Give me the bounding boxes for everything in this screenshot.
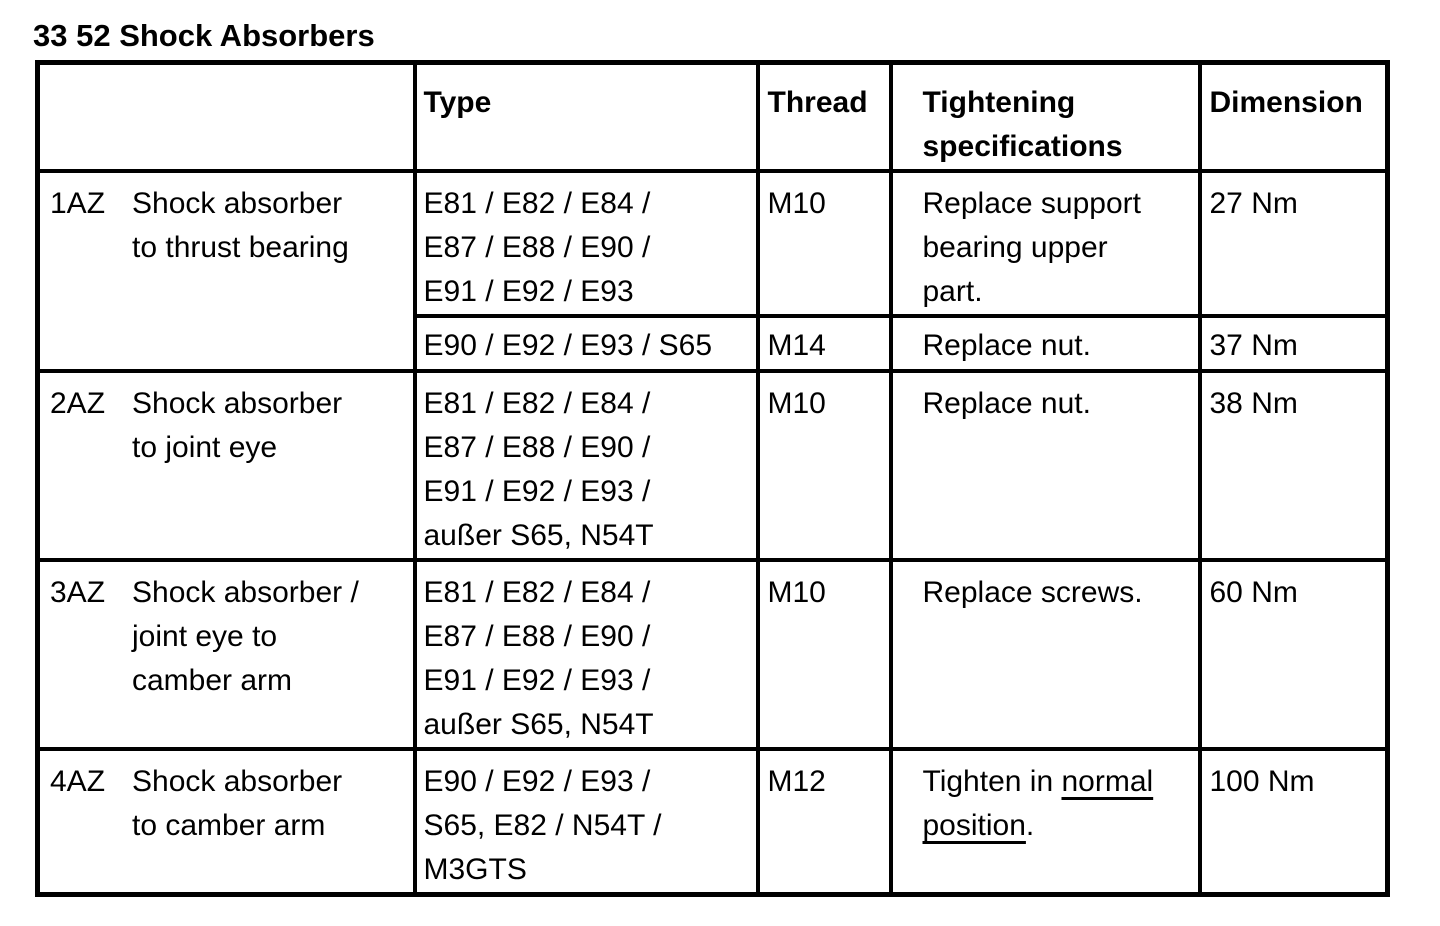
table-row-4az: 4AZ Shock absorber to camber arm E90 / E…	[35, 747, 1390, 897]
type-value: E81 / E82 / E84 / E87 / E88 / E90 / E91 …	[423, 576, 654, 741]
dimension-cell-4az: 100 Nm	[1197, 747, 1390, 897]
type-cell-3az: E81 / E82 / E84 / E87 / E88 / E90 / E91 …	[412, 558, 760, 751]
row-description-4az: Shock absorber to camber arm	[132, 765, 343, 842]
spec-value: Replace support bearing upper part.	[922, 187, 1141, 308]
thread-value: M12	[767, 765, 826, 798]
type-value: E90 / E92 / E93 / S65	[423, 329, 713, 362]
row-description-2az: Shock absorber to joint eye	[132, 387, 343, 464]
type-value: E81 / E82 / E84 / E87 / E88 / E90 / E91 …	[423, 187, 651, 308]
header-tightening-label: Tightening specifications	[922, 86, 1123, 163]
header-thread-label: Thread	[767, 86, 868, 119]
header-cell-empty	[35, 60, 417, 173]
page-title: 33 52 Shock Absorbers	[33, 18, 375, 53]
spec-plain-segment: .	[1025, 809, 1035, 842]
spec-cell-3az: Replace screws.	[888, 558, 1202, 751]
row-description-3az: Shock absorber / joint eye to camber arm	[132, 576, 359, 697]
thread-value: M10	[767, 187, 826, 220]
spec-underlined-segment: normal	[1061, 765, 1154, 798]
row-code-4az: 4AZ	[50, 765, 106, 798]
dimension-value: 38 Nm	[1209, 387, 1298, 420]
type-value: E81 / E82 / E84 / E87 / E88 / E90 / E91 …	[423, 387, 654, 552]
spec-cell-2az: Replace nut.	[888, 369, 1202, 562]
header-cell-tightening: Tightening specifications	[888, 60, 1202, 173]
header-type-label: Type	[423, 86, 492, 119]
dimension-cell-1az-1: 27 Nm	[1197, 169, 1390, 318]
table-row-3az: 3AZ Shock absorber / joint eye to camber…	[35, 558, 1390, 751]
thread-cell-1az-1: M10	[755, 169, 893, 318]
type-cell-1az-1: E81 / E82 / E84 / E87 / E88 / E90 / E91 …	[412, 169, 760, 318]
thread-value: M10	[767, 576, 826, 609]
table-row-1az-variant-1: 1AZ Shock absorber to thrust bearing E81…	[35, 169, 1390, 373]
table-row-1az-variant-2: E90 / E92 / E93 / S65 M14 Replace nut. 3…	[38, 314, 1390, 373]
row-label-cell-3az: 3AZ Shock absorber / joint eye to camber…	[35, 558, 417, 751]
spec-value: Replace nut.	[922, 329, 1091, 362]
row-description-1az: Shock absorber to thrust bearing	[132, 187, 349, 264]
row-code-2az: 2AZ	[50, 387, 106, 420]
row-label-cell-2az: 2AZ Shock absorber to joint eye	[35, 369, 417, 562]
spec-cell-4az: Tighten in normal position.	[888, 747, 1202, 897]
spec-rich-text: Tighten in normal position.	[895, 753, 1196, 848]
header-empty-label	[42, 66, 411, 81]
torque-spec-table: Type Thread Tightening specifications Di…	[35, 60, 1390, 897]
table-row-2az: 2AZ Shock absorber to joint eye E81 / E8…	[35, 369, 1390, 562]
header-cell-type: Type	[412, 60, 760, 173]
spec-value: Replace screws.	[922, 576, 1143, 609]
thread-value: M10	[767, 387, 826, 420]
dimension-value: 37 Nm	[1209, 329, 1298, 362]
type-cell-1az-2: E90 / E92 / E93 / S65	[412, 314, 760, 373]
spec-cell-1az-1: Replace support bearing upper part.	[888, 169, 1202, 318]
thread-cell-2az: M10	[755, 369, 893, 562]
type-cell-4az: E90 / E92 / E93 / S65, E82 / N54T / M3GT…	[412, 747, 760, 897]
spec-cell-1az-2: Replace nut.	[888, 314, 1202, 373]
type-cell-2az: E81 / E82 / E84 / E87 / E88 / E90 / E91 …	[412, 369, 760, 562]
dimension-value: 100 Nm	[1209, 765, 1315, 798]
row-code-3az: 3AZ	[50, 576, 106, 609]
dimension-value: 27 Nm	[1209, 187, 1298, 220]
header-cell-dimension: Dimension	[1197, 60, 1390, 173]
header-dimension-label: Dimension	[1209, 86, 1363, 119]
dimension-value: 60 Nm	[1209, 576, 1298, 609]
thread-value: M14	[767, 329, 826, 362]
thread-cell-3az: M10	[755, 558, 893, 751]
spec-plain-segment: Tighten in	[922, 765, 1062, 798]
dimension-cell-3az: 60 Nm	[1197, 558, 1390, 751]
thread-cell-1az-2: M14	[755, 314, 893, 373]
row-label-cell-4az: 4AZ Shock absorber to camber arm	[35, 747, 417, 897]
row-label-cell-1az: 1AZ Shock absorber to thrust bearing	[35, 169, 417, 373]
spec-underlined-segment: position	[922, 809, 1026, 842]
row-code-1az: 1AZ	[50, 187, 106, 220]
table-header-row: Type Thread Tightening specifications Di…	[35, 60, 1390, 173]
dimension-cell-1az-2: 37 Nm	[1197, 314, 1390, 373]
header-cell-thread: Thread	[755, 60, 893, 173]
spec-value: Replace nut.	[922, 387, 1091, 420]
thread-cell-4az: M12	[755, 747, 893, 897]
type-value: E90 / E92 / E93 / S65, E82 / N54T / M3GT…	[423, 765, 662, 886]
dimension-cell-2az: 38 Nm	[1197, 369, 1390, 562]
